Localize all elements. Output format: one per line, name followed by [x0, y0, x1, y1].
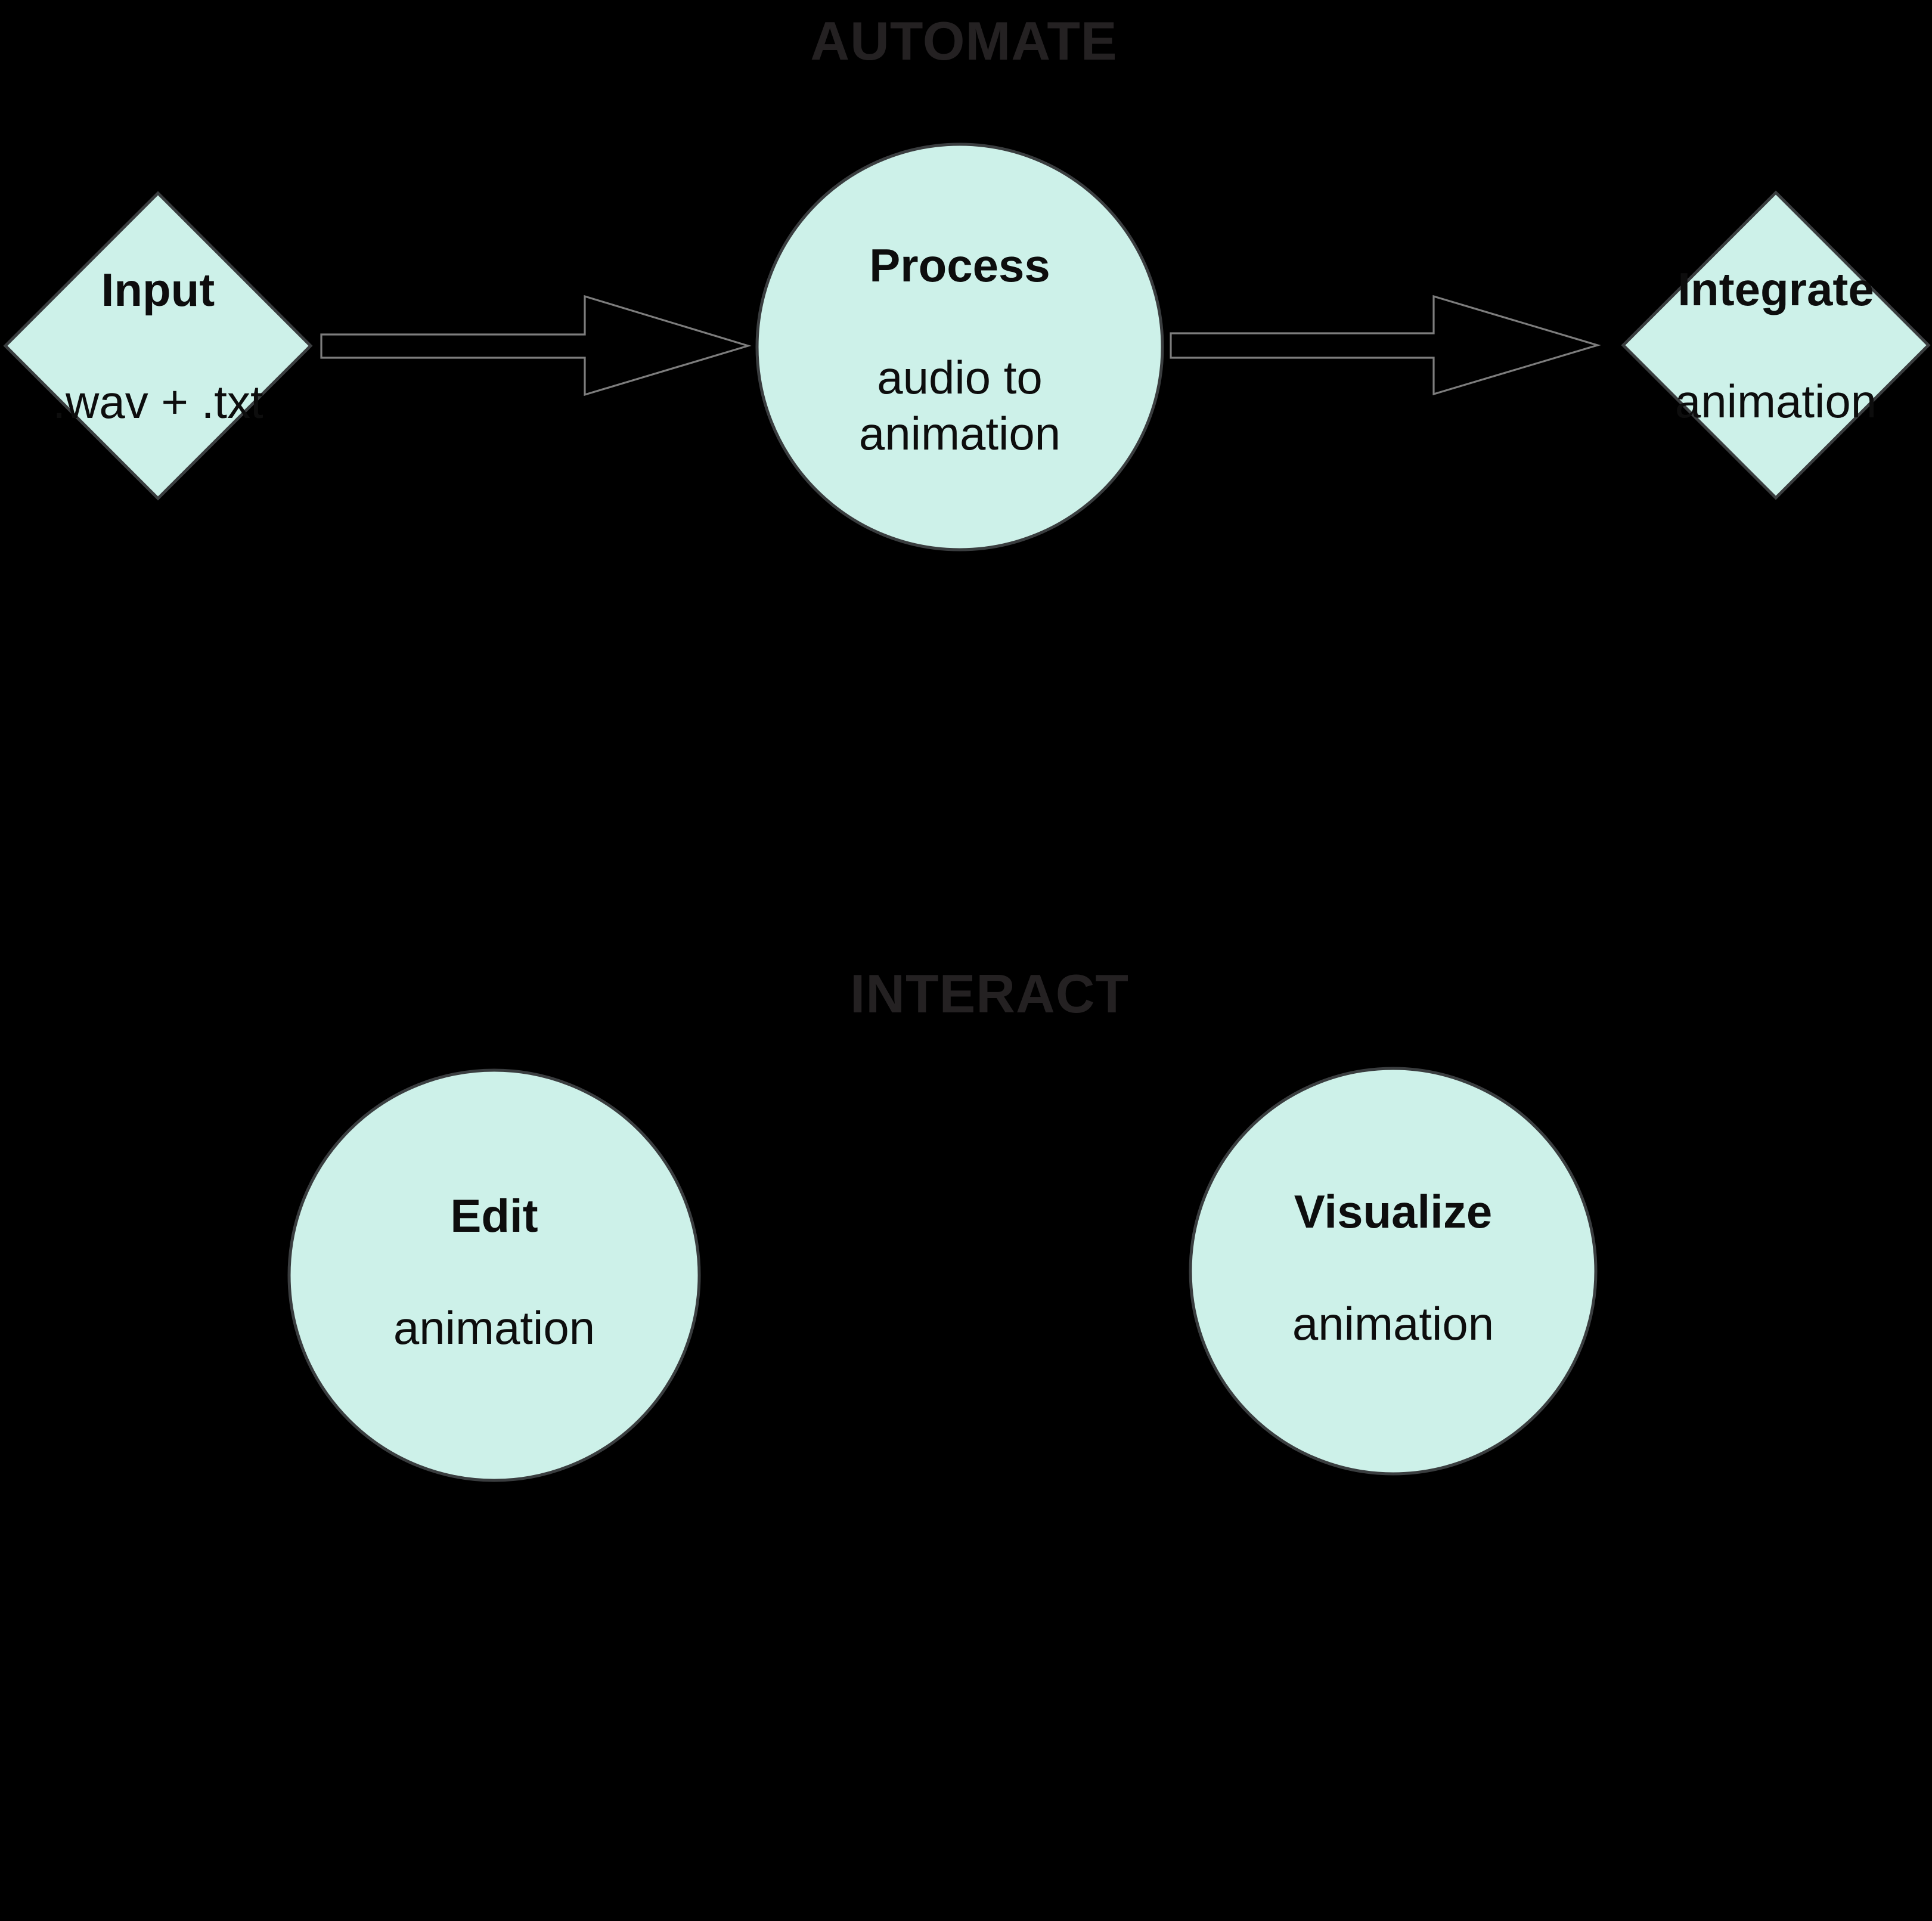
integrate-subtitle: animation — [1674, 375, 1877, 427]
edit-title: Edit — [450, 1189, 538, 1242]
process-title: Process — [869, 239, 1050, 292]
visualize-title: Visualize — [1294, 1185, 1493, 1238]
integrate-label: Integrate animation — [1675, 205, 1877, 485]
visualize-subtitle: animation — [1292, 1297, 1494, 1350]
edit-subtitle: animation — [393, 1302, 596, 1354]
arrow-process-to-integrate-icon — [1170, 295, 1601, 396]
input-title: Input — [101, 264, 215, 316]
edit-label: Edit animation — [393, 1132, 595, 1412]
integrate-diamond — [1621, 190, 1931, 500]
visualize-label: Visualize animation — [1292, 1127, 1494, 1408]
input-diamond — [3, 191, 313, 501]
input-subtitle: .wav + .txt — [52, 376, 263, 428]
section-title-interact: INTERACT — [849, 964, 1130, 1024]
process-label: Process audio to animation — [859, 181, 1060, 518]
section-title-automate: AUTOMATE — [810, 11, 1118, 72]
arrow-input-to-process-icon — [320, 295, 752, 396]
process-circle — [755, 142, 1164, 551]
edit-circle — [287, 1068, 701, 1482]
integrate-title: Integrate — [1677, 263, 1874, 315]
visualize-circle — [1189, 1067, 1598, 1476]
input-label: Input .wav + .txt — [52, 206, 263, 486]
process-subtitle: audio to animation — [858, 351, 1061, 460]
